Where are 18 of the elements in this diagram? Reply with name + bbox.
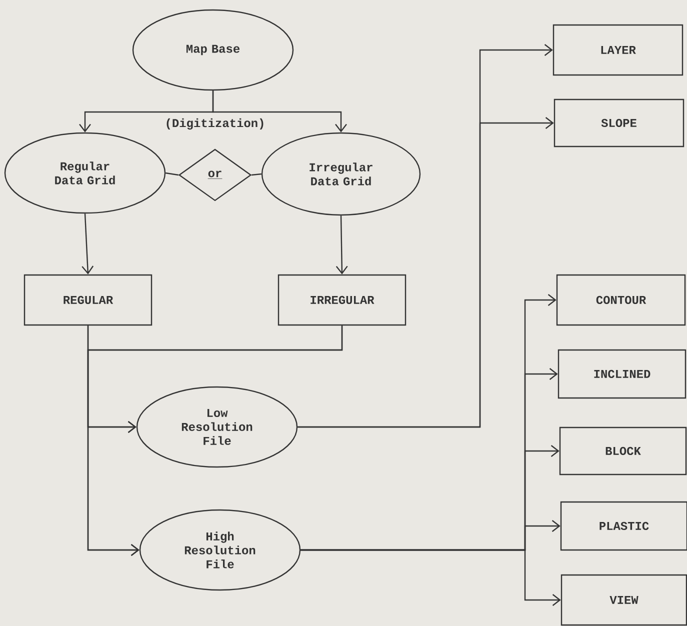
output-box: PLASTIC: [560, 501, 687, 551]
process-box: IRREGULAR: [278, 274, 406, 326]
arrow: [212, 90, 347, 132]
arrow: [336, 216, 348, 274]
process-box: REGULAR: [24, 274, 152, 326]
output-box: VIEW: [560, 574, 687, 626]
output-box: SLOPE: [554, 98, 684, 148]
output-box: LAYER: [552, 24, 684, 76]
output-box: INCLINED: [558, 349, 686, 399]
connector-line: [252, 173, 262, 176]
arrow: [82, 214, 94, 274]
arrow: [300, 549, 561, 606]
arrow: [87, 326, 343, 556]
edge-label: (Digitization): [164, 117, 266, 131]
connector-line: [166, 172, 179, 176]
output-box: BLOCK: [559, 426, 687, 476]
arrow: [298, 117, 554, 428]
output-box: CONTOUR: [556, 274, 686, 326]
